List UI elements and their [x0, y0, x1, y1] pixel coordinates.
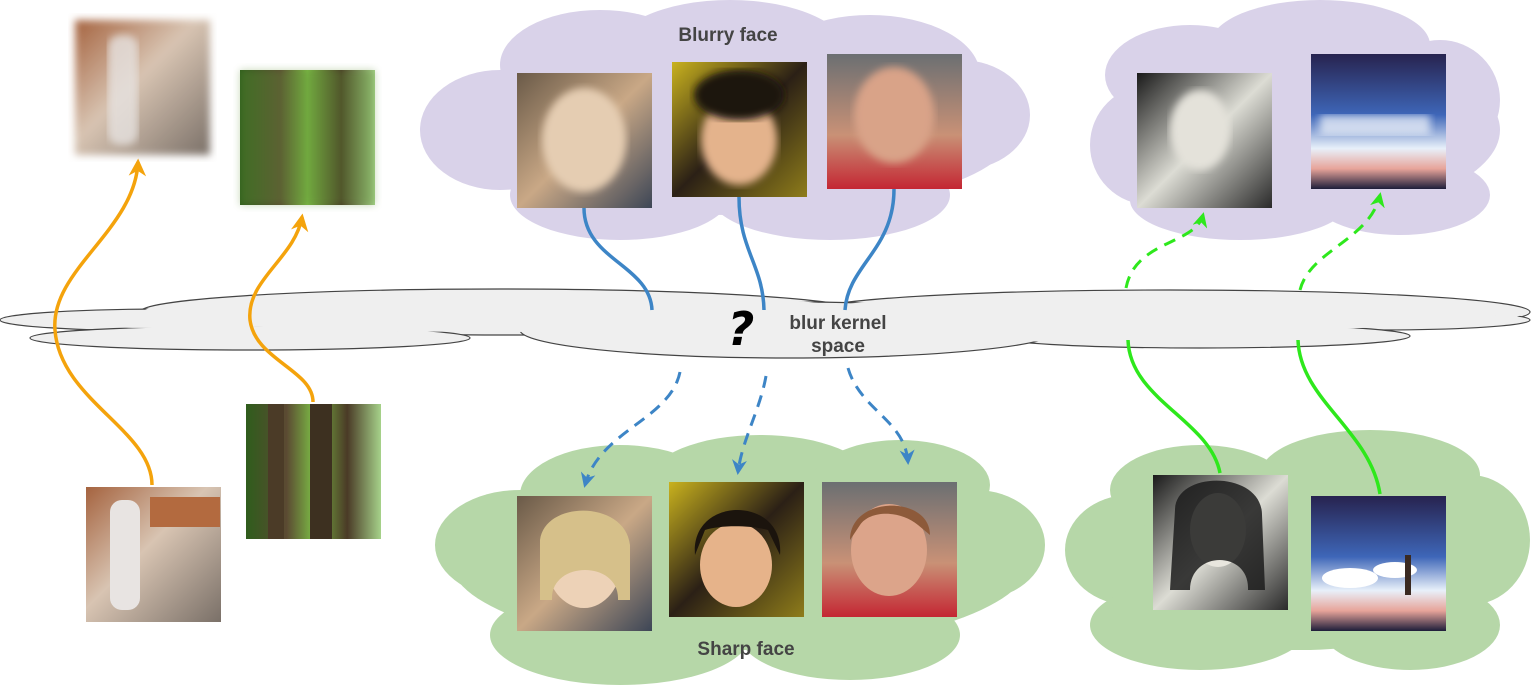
green-dashed-arrow-2 — [1298, 192, 1385, 291]
question-mark: ? — [728, 302, 755, 356]
sharp-other-cloud — [1065, 430, 1530, 670]
forest-blurred-photo — [240, 70, 375, 205]
orange-arrow-street — [53, 158, 154, 486]
kernel-space-label-line2: space — [811, 336, 865, 357]
anime-sky-blurred — [1311, 54, 1446, 189]
face-blurry-3 — [827, 54, 962, 189]
face-sharp-2 — [669, 482, 804, 617]
face-blurry-2 — [672, 62, 807, 197]
blue-dashed-arrow-2 — [732, 375, 768, 475]
street-blurred-photo — [75, 20, 210, 155]
blue-dashed-arrow-3 — [846, 367, 915, 465]
face-blurry-1 — [517, 73, 652, 208]
green-dashed-arrow-1 — [1124, 212, 1208, 289]
orange-arrow-forest — [248, 213, 315, 403]
face-sharp-1 — [517, 496, 652, 631]
anime-sky-sharp — [1311, 496, 1446, 631]
face-sharp-3 — [822, 482, 957, 617]
green-line-2 — [1296, 339, 1382, 495]
street-sharp-photo — [86, 487, 221, 622]
blurry-face-label: Blurry face — [678, 25, 777, 46]
blue-dashed-arrow-1 — [580, 371, 682, 488]
forest-sharp-photo — [246, 404, 381, 539]
sharp-face-label: Sharp face — [697, 639, 794, 660]
bw-portrait-sharp — [1153, 475, 1288, 610]
kernel-space-cloud-fill-cover — [3, 292, 1527, 355]
blue-line-face-1 — [582, 207, 654, 311]
bw-portrait-blurred — [1137, 73, 1272, 208]
green-line-1 — [1126, 339, 1222, 474]
kernel-space-label-line1: blur kernel — [789, 313, 886, 334]
blue-line-face-2 — [737, 196, 766, 311]
blue-line-face-3 — [843, 188, 896, 311]
